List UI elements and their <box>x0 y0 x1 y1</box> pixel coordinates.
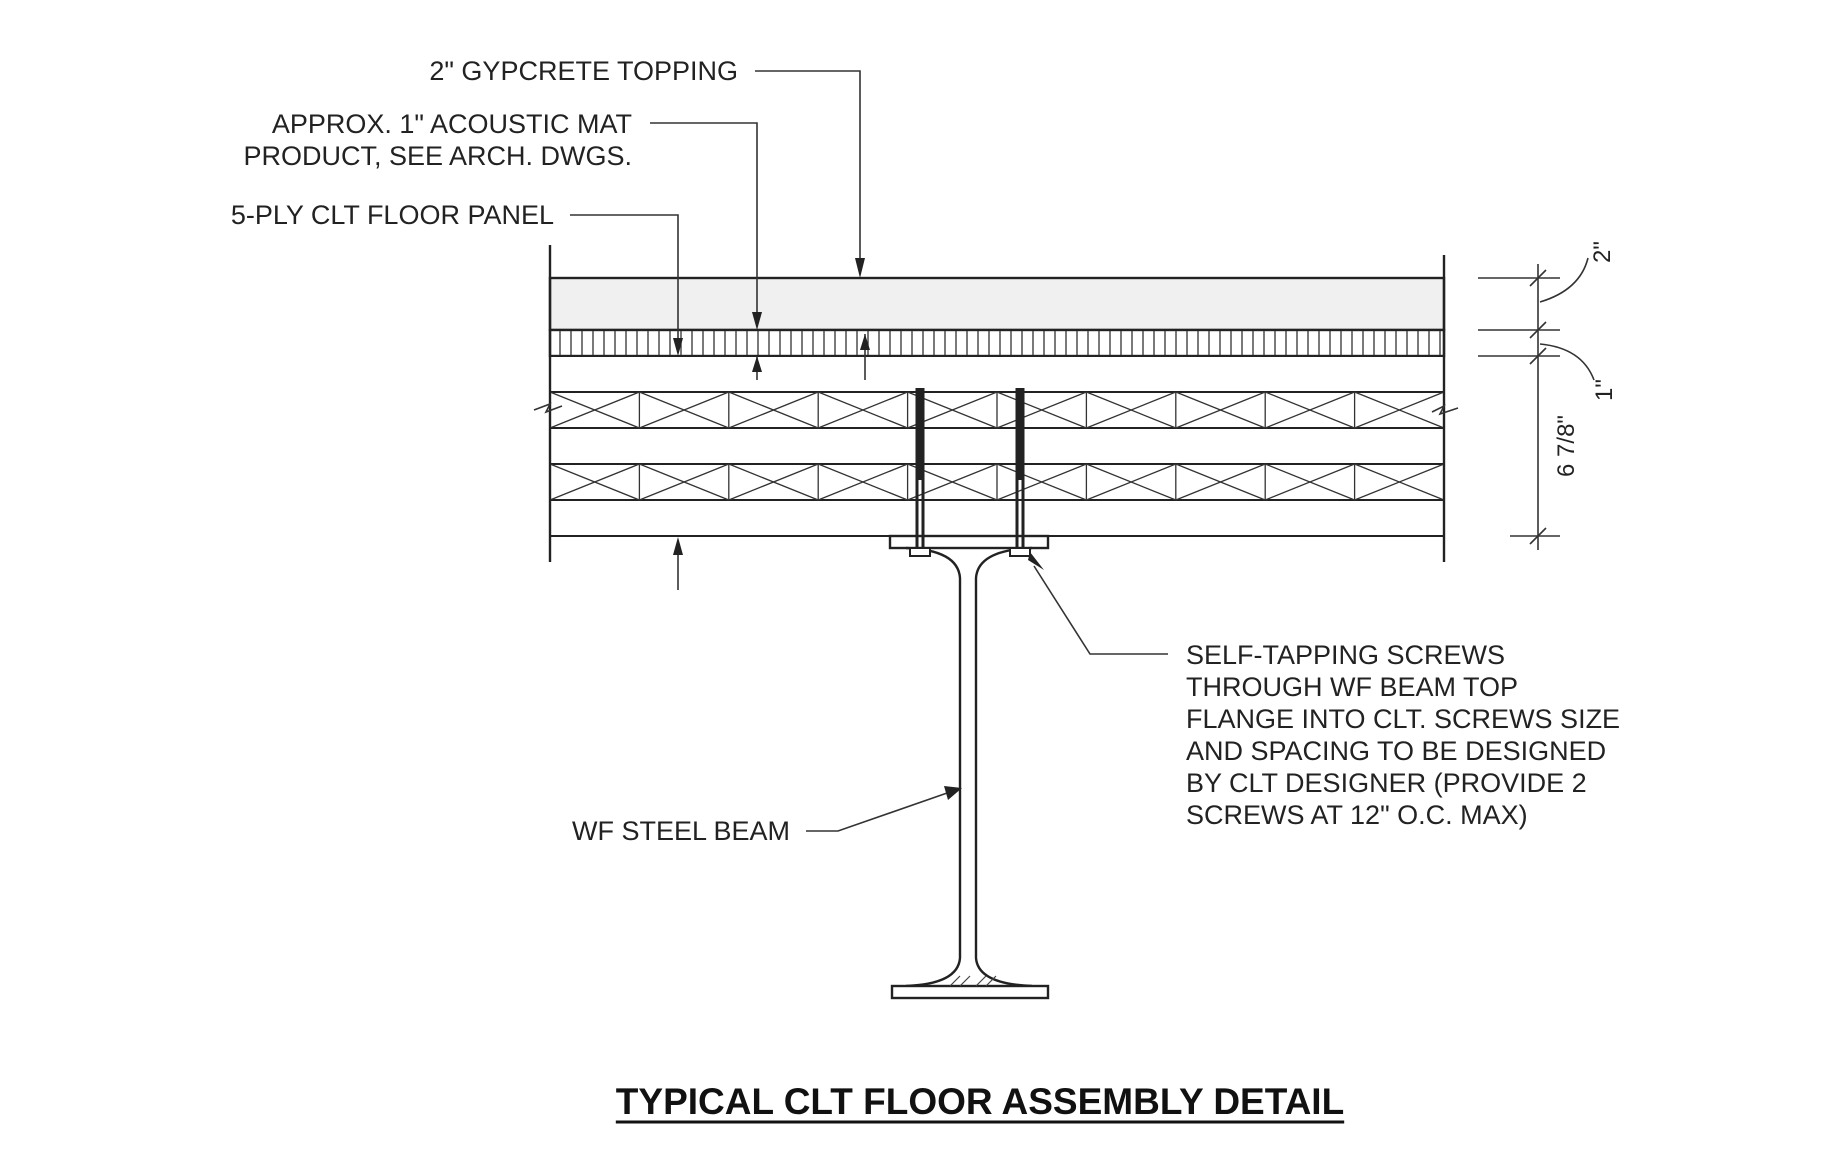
clt-floor-panel <box>549 355 1445 537</box>
cross-ply-hatch-lower <box>549 463 1445 501</box>
dimension-clt-6-7-8in: 6 7/8" <box>1553 415 1580 477</box>
beam-web <box>905 546 1033 988</box>
label-acoustic-mat-line1: APPROX. 1" ACOUSTIC MAT <box>272 109 632 139</box>
detail-title: TYPICAL CLT FLOOR ASSEMBLY DETAIL <box>616 1081 1344 1122</box>
left-break-mark <box>533 402 563 414</box>
dimension-string <box>1478 257 1595 550</box>
label-wf-steel-beam: WF STEEL BEAM <box>572 816 790 846</box>
leader-clt-panel <box>570 214 679 340</box>
leader-screws <box>1033 565 1168 655</box>
label-gypcrete-topping: 2" GYPCRETE TOPPING <box>429 56 738 86</box>
clt-ply-3 <box>549 427 1445 465</box>
leader-steel-beam <box>806 791 951 832</box>
right-break-mark <box>1431 404 1459 416</box>
screws-note-line: SCREWS AT 12" O.C. MAX) <box>1186 800 1528 830</box>
screws-note-line: SELF-TAPPING SCREWS <box>1186 640 1505 670</box>
leader-acoustic-mat <box>650 122 758 314</box>
dimension-mat-1in: 1" <box>1591 379 1618 401</box>
cross-ply-hatch-upper <box>549 391 1445 429</box>
floor-assembly <box>533 245 1459 562</box>
screws-note-line: THROUGH WF BEAM TOP <box>1186 672 1518 702</box>
screw-left <box>909 388 931 557</box>
label-clt-floor-panel: 5-PLY CLT FLOOR PANEL <box>231 200 554 230</box>
clt-ply-5 <box>549 499 1445 537</box>
dimension-topping-2in: 2" <box>1589 241 1616 263</box>
gypcrete-topping-layer <box>548 276 1446 332</box>
clt-ply-1 <box>549 355 1445 393</box>
beam-bottom-flange <box>890 984 1050 1000</box>
label-screws-note: SELF-TAPPING SCREWS THROUGH WF BEAM TOP … <box>1186 640 1620 830</box>
acoustic-mat-hatch <box>559 331 1441 355</box>
label-acoustic-mat-line2: PRODUCT, SEE ARCH. DWGS. <box>243 141 632 171</box>
wf-steel-beam <box>888 534 1050 1000</box>
screws-note-line: FLANGE INTO CLT. SCREWS SIZE <box>1186 704 1620 734</box>
acoustic-mat-layer <box>548 328 1446 358</box>
screws-note-line: AND SPACING TO BE DESIGNED <box>1186 736 1606 766</box>
leader-gypcrete <box>755 70 861 262</box>
leader-lines <box>570 70 1168 832</box>
beam-top-flange <box>888 534 1050 550</box>
screws-note-line: BY CLT DESIGNER (PROVIDE 2 <box>1186 768 1587 798</box>
